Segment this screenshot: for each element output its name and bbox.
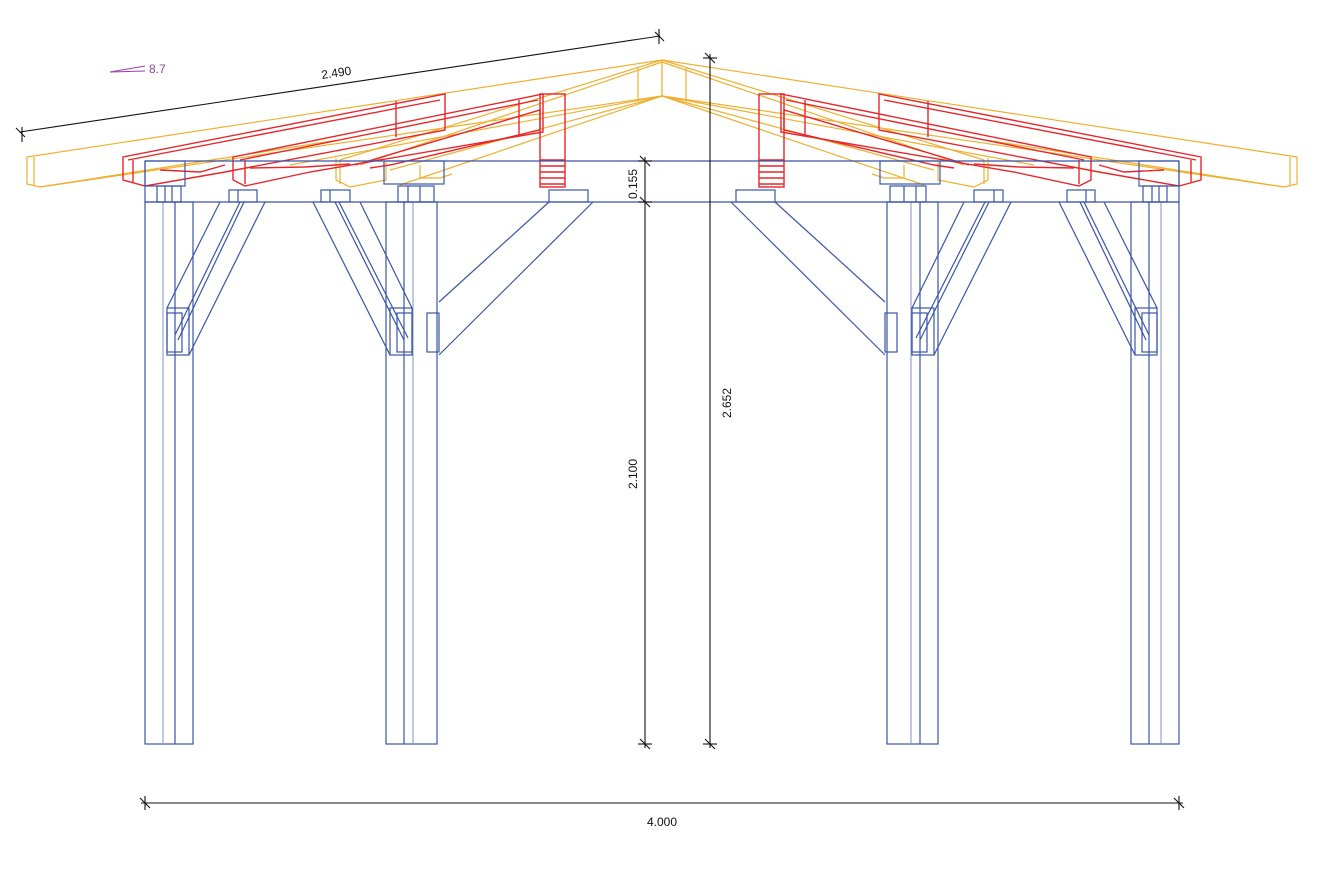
slope-label: 8.7 xyxy=(149,62,166,76)
slope-indicator: 8.7 xyxy=(109,62,166,76)
beam-height-label: 0.155 xyxy=(626,169,640,199)
total-height-label: 2.652 xyxy=(720,388,734,418)
rafter-length-label: 2.490 xyxy=(320,64,352,82)
dimension-heights: 0.155 2.100 2.652 xyxy=(626,52,734,750)
total-width-label: 4.000 xyxy=(647,815,677,829)
post-height-label: 2.100 xyxy=(626,459,640,489)
dimension-width: 4.000 xyxy=(139,796,1185,829)
right-half xyxy=(661,59,1298,745)
dimension-rafter: 2.490 xyxy=(15,29,665,142)
left-half xyxy=(26,59,663,745)
